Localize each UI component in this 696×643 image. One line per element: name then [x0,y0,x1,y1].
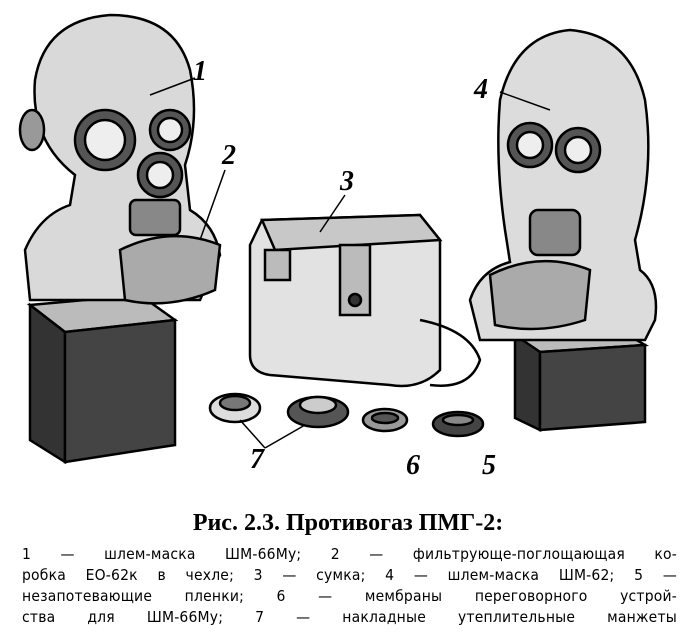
left-stand-box [26,293,179,465]
callout-1: 1 [193,56,207,87]
cuff-7a [208,392,262,424]
mask-4-head [468,28,658,342]
caption-line: 1 — шлем-маска ШМ-66Му; 2 — фильтрующе-п… [22,545,677,563]
callout-5: 5 [482,450,496,481]
callout-2: 2 [222,140,236,171]
caption-line: робка ЕО-62к в чехле; 3 — сумка; 4 — шле… [22,566,677,584]
filter-box-2 [118,234,222,305]
callout-7: 7 [250,444,264,475]
figure-caption: 1 — шлем-маска ШМ-66Му; 2 — фильтрующе-п… [22,544,677,628]
callout-3: 3 [340,166,354,197]
caption-line: незапотевающие пленки; 6 — мембраны пере… [22,587,677,605]
cuff-7b [286,395,350,429]
leader-lines [149,77,551,449]
callout-4: 4 [474,74,488,105]
caption-line: ства для ШМ-66Му; 7 — накладные утеплите… [22,608,677,626]
callout-6: 6 [406,450,420,481]
gas-mask-illustration [18,13,658,465]
membrane-6 [361,407,409,433]
right-stand-box [511,328,650,432]
figure-title: Рис. 2.3. Противогаз ПМГ-2: [192,510,504,536]
film-5 [431,410,485,438]
bag-3 [248,213,482,388]
